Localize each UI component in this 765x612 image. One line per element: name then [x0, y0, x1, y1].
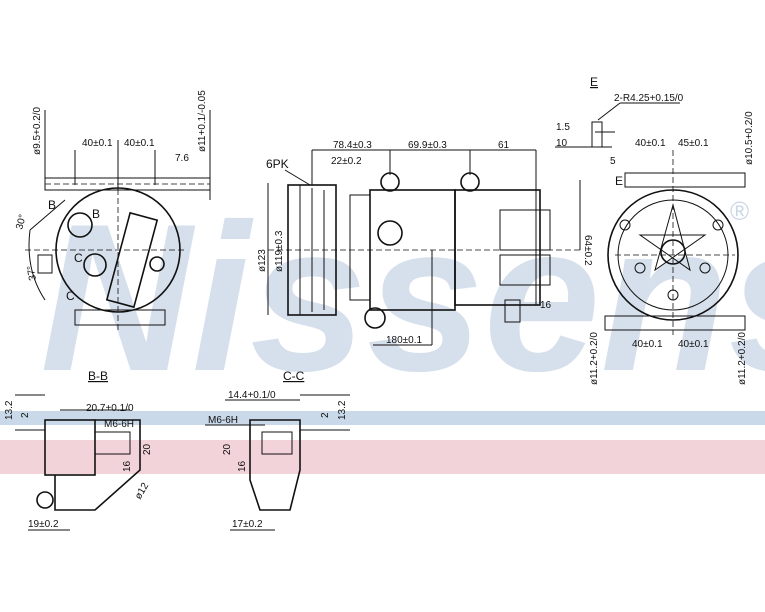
dim-label: 16: [122, 460, 133, 472]
watermark-band-blue: [0, 411, 765, 425]
dim-label: 2: [20, 412, 31, 418]
section-mark: C: [66, 289, 75, 303]
dim-label: ø119±0.3: [274, 230, 285, 272]
dim-label: 6PK: [266, 157, 289, 171]
dim-label: ø9.5+0.2/0: [32, 106, 43, 155]
dim-label: 61: [498, 140, 510, 151]
dim-label: 40±0.1: [82, 138, 113, 149]
dim-label: 13.2: [337, 400, 348, 420]
dim-label: 10: [556, 138, 568, 149]
dim-label: 78.4±0.3: [333, 140, 372, 151]
dim-label: ø123: [257, 249, 268, 272]
section-mark: B: [48, 198, 56, 212]
dim-label: 20: [142, 443, 153, 455]
view-mark: E: [590, 75, 598, 89]
dim-label: 2-R4.25+0.15/0: [614, 93, 684, 104]
dim-label: 14.4+0.1/0: [228, 390, 276, 401]
side-view: 6PK 78.4±0.3 69.9±0.3 61 22±0.2 ø123 ø11…: [257, 140, 593, 346]
registered-mark: ®: [730, 196, 749, 226]
dim-label: 40±0.1: [124, 138, 155, 149]
dim-label: ø10.5+0.2/0: [744, 111, 755, 165]
section-c-c: C-C 14.4+0.1/0 M6-6H 2 13.2 20 16 17±0.2: [205, 369, 350, 531]
dim-label: 69.9±0.3: [408, 140, 447, 151]
dim-label: 40±0.1: [678, 339, 709, 350]
section-title: C-C: [283, 369, 305, 383]
section-mark: C: [74, 251, 83, 265]
front-view: ø9.5+0.2/0 40±0.1 40±0.1 7.6 ø11+0.1/-0.…: [14, 90, 211, 330]
rear-view: E 2-R4.25+0.15/0 1.5 10 5 E 40±0.1 45±0.…: [555, 75, 755, 385]
dim-label: ø11.2+0.2/0: [589, 332, 600, 385]
dim-label: 7.6: [175, 153, 189, 164]
dim-label: M6-6H: [208, 415, 238, 426]
dim-label: 16: [237, 460, 248, 472]
dim-label: 64±0.2: [582, 235, 593, 266]
dim-label: 40±0.1: [635, 138, 666, 149]
dim-label: 180±0.1: [386, 335, 423, 346]
dim-label: 40±0.1: [632, 339, 663, 350]
dim-label: 37°: [25, 265, 38, 282]
dim-label: 20.7+0.1/0: [86, 403, 134, 414]
dim-label: 1.5: [556, 122, 570, 133]
view-mark: E: [615, 174, 623, 188]
dim-label: 13.2: [4, 400, 15, 420]
dim-label: ø11.2+0.2/0: [737, 332, 748, 385]
dim-label: 20: [222, 443, 233, 455]
dim-label: 22±0.2: [331, 156, 362, 167]
dim-label: ø11+0.1/-0.05: [197, 90, 208, 152]
section-mark: B: [92, 207, 100, 221]
dim-label: 17±0.2: [232, 519, 263, 530]
dim-label: ø12: [133, 481, 151, 502]
watermark-text: Nissens: [40, 180, 765, 415]
watermark-band-pink: [0, 440, 765, 474]
dim-label: 2: [320, 412, 331, 418]
watermark: Nissens ®: [0, 180, 765, 474]
section-title: B-B: [88, 369, 108, 383]
dim-label: M6-6H: [104, 419, 134, 430]
dim-label: 16: [540, 300, 552, 311]
dim-label: 5: [610, 156, 616, 167]
dim-label: 30°: [14, 213, 29, 230]
dim-label: 19±0.2: [28, 519, 59, 530]
dim-label: 45±0.1: [678, 138, 709, 149]
